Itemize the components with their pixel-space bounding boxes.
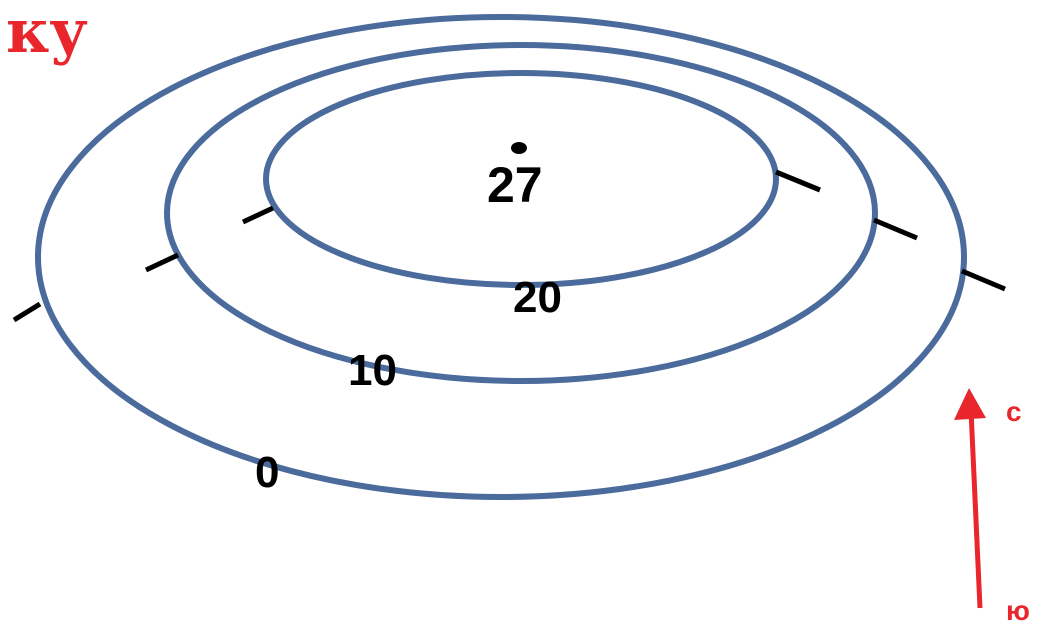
north-arrow-shaft <box>968 409 983 609</box>
slope-tick-inner-left <box>241 205 275 225</box>
slope-tick-outer-right <box>961 268 1006 292</box>
contour-label-20: 20 <box>513 273 562 322</box>
slope-ticks <box>12 169 1006 323</box>
contour-line-10 <box>164 42 878 384</box>
contour-label-0: 0 <box>255 448 279 497</box>
peak-point <box>511 142 527 154</box>
contour-label-10: 10 <box>348 346 397 395</box>
slope-tick-middle-right <box>873 217 918 241</box>
contour-line-20 <box>263 70 779 288</box>
north-arrow <box>954 388 986 609</box>
contour-lines <box>35 14 967 500</box>
slope-tick-outer-left <box>12 301 42 323</box>
slope-tick-inner-right <box>775 169 821 193</box>
heading-text: ку <box>6 0 88 67</box>
north-label: с <box>1006 396 1022 427</box>
south-label: ю <box>1006 595 1030 626</box>
slope-tick-middle-left <box>144 252 180 273</box>
north-arrow-head <box>954 388 986 420</box>
peak-height-label: 27 <box>487 157 543 213</box>
contour-line-0 <box>35 14 967 500</box>
